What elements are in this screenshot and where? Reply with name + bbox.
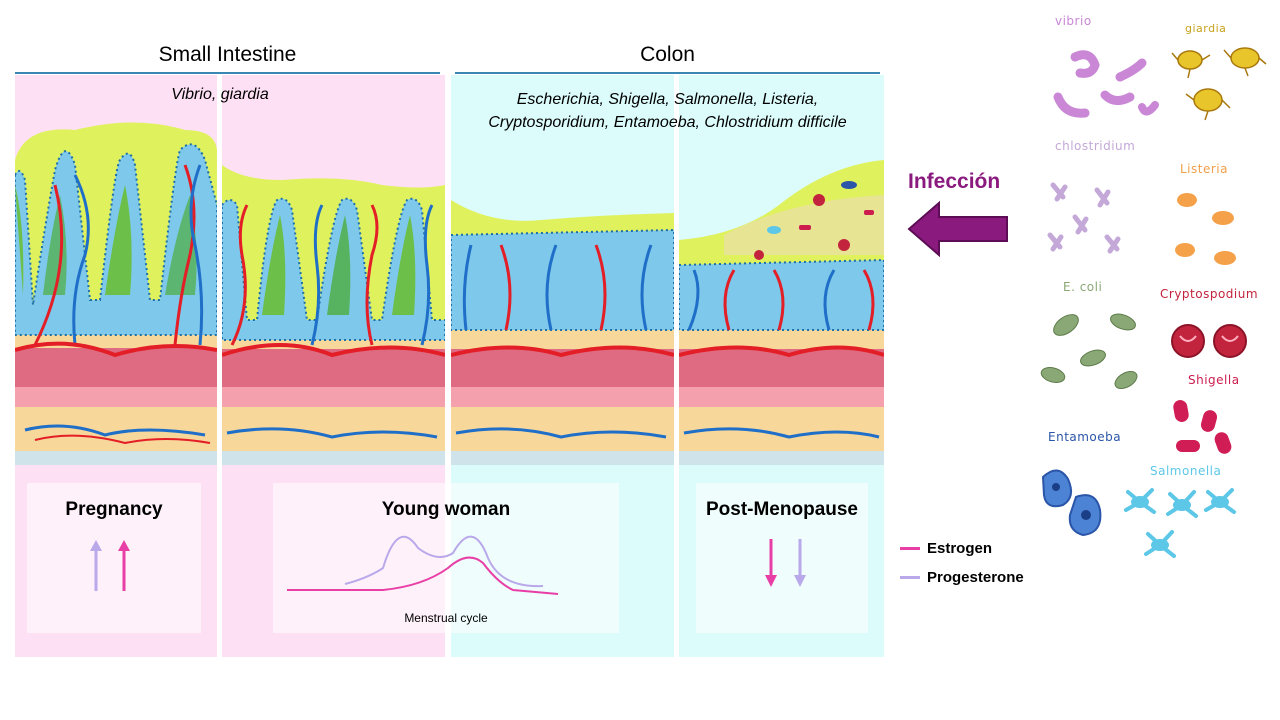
germ-label-vibrio: vibrio <box>1055 14 1092 28</box>
germ-label-chlostridium: chlostridium <box>1055 139 1136 153</box>
menstrual-cycle-caption: Menstrual cycle <box>404 611 488 625</box>
e-coli-icon <box>1040 313 1138 390</box>
cryptospodium-icon <box>1171 324 1247 358</box>
listeria-icon <box>1175 193 1236 265</box>
menstrual-cycle-curves <box>287 535 559 595</box>
stage-young-woman-title: Young woman <box>381 499 511 520</box>
germ-label-giardia: giardia <box>1185 22 1227 35</box>
small-intestine-rule <box>15 72 440 74</box>
colon-pathogens-line-2: Cryptosporidium, Entamoeba, Chlostridium… <box>488 114 847 131</box>
germ-label-listeria: Listeria <box>1180 162 1228 176</box>
progesterone-down-arrow <box>794 539 806 587</box>
tissue-pregnancy <box>15 122 217 465</box>
stage-post-menopause: Post-Menopause <box>696 483 868 633</box>
progesterone-up-arrow <box>90 540 102 591</box>
stage-pregnancy: Pregnancy <box>27 483 201 633</box>
germ-label-shigella: Shigella <box>1188 373 1240 387</box>
stage-pregnancy-title: Pregnancy <box>65 499 163 520</box>
legend-estrogen-label: Estrogen <box>927 540 993 557</box>
pregnancy-hormone-arrows <box>90 540 130 591</box>
progesterone-curve <box>344 535 544 588</box>
infection-label: Infección <box>908 170 1001 193</box>
tissue-young-colon <box>451 200 674 465</box>
legend-progesterone-label: Progesterone <box>927 569 1024 586</box>
small-intestine-title: Small Intestine <box>158 43 297 66</box>
small-intestine-pathogens: Vibrio, giardia <box>171 86 269 103</box>
germ-label-salmonella: Salmonella <box>1150 464 1222 478</box>
vibrio-icon <box>1053 50 1159 118</box>
infection-arrow-icon <box>907 200 1008 258</box>
germ-label-entamoeba: Entamoeba <box>1048 430 1122 444</box>
tissue-post-menopause-colon <box>679 160 884 465</box>
stage-young-woman: Young woman Menstrual cycle <box>273 483 619 633</box>
estrogen-down-arrow <box>765 539 777 587</box>
legend-estrogen-swatch <box>900 547 920 550</box>
entamoeba-icon <box>1041 469 1102 537</box>
colon-pathogens-line-1: Escherichia, Shigella, Salmonella, Liste… <box>516 91 819 108</box>
colon-title: Colon <box>640 43 695 66</box>
estrogen-up-arrow <box>118 540 130 591</box>
colon-rule <box>455 72 880 74</box>
shigella-icon <box>1173 400 1232 454</box>
post-menopause-hormone-arrows <box>765 539 806 587</box>
germ-label-cryptospodium: Cryptospodium <box>1160 287 1259 301</box>
stage-post-menopause-title: Post-Menopause <box>705 499 859 520</box>
legend-progesterone-swatch <box>900 576 920 579</box>
tissue-young-small-intestine <box>222 165 445 465</box>
chlostridium-icon <box>1047 182 1121 254</box>
estrogen-curve <box>287 556 559 595</box>
giardia-icon <box>1171 47 1267 121</box>
germ-label-e-coli: E. coli <box>1063 280 1103 294</box>
salmonella-icon <box>1124 488 1236 558</box>
